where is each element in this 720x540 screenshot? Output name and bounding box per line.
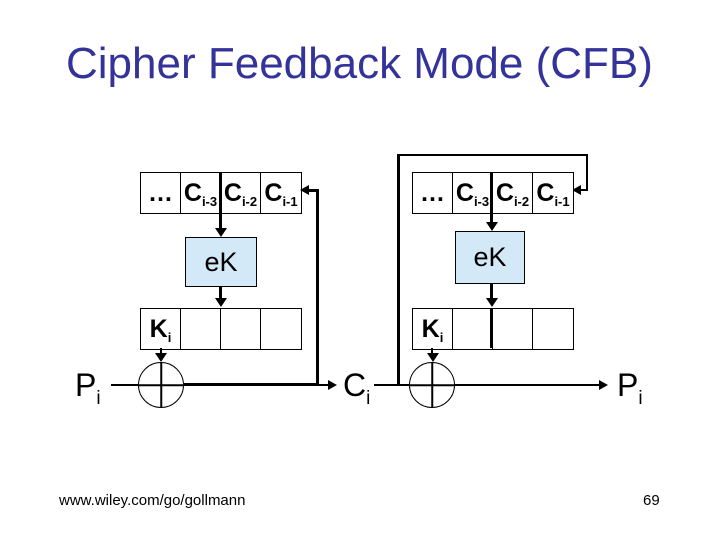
key-register-pass-line-right bbox=[490, 308, 493, 348]
footer-url: www.wiley.com/go/gollmann bbox=[59, 492, 246, 509]
cipher-box-label: eK bbox=[473, 242, 507, 272]
feedback-line-right-vertical bbox=[397, 154, 400, 386]
cell-label: K bbox=[421, 314, 440, 343]
arrow-down-icon bbox=[215, 298, 227, 307]
feedback-line-right-down bbox=[586, 154, 588, 191]
cell-label: … bbox=[148, 178, 173, 207]
cipher-box-label: eK bbox=[204, 246, 238, 277]
register-cell bbox=[261, 309, 301, 349]
cell-label: C bbox=[495, 178, 514, 207]
arrow-right-icon bbox=[328, 380, 337, 390]
key-to-xor-line-left bbox=[160, 348, 162, 354]
register-cell bbox=[181, 309, 221, 349]
register-cell: … bbox=[413, 173, 453, 213]
xor-output-line-left bbox=[184, 383, 319, 386]
arrow-down-icon bbox=[486, 222, 498, 231]
output-arrow-line-left bbox=[318, 384, 329, 386]
register-cell bbox=[221, 309, 261, 349]
feedback-line-right-top bbox=[397, 154, 588, 156]
arrow-right-icon bbox=[599, 380, 608, 390]
xor-cross-horizontal bbox=[410, 384, 454, 386]
register-cell bbox=[493, 309, 533, 349]
arrow-down-icon bbox=[155, 353, 167, 362]
cell-label: C bbox=[223, 178, 242, 207]
register-cell: … bbox=[141, 173, 181, 213]
ciphertext-to-xor-line-right bbox=[374, 384, 410, 386]
arrow-down-icon bbox=[215, 228, 227, 237]
register-to-cipher-line-right bbox=[490, 172, 493, 223]
slide-title: Cipher Feedback Mode (CFB) bbox=[66, 39, 653, 88]
register-to-cipher-line-left bbox=[219, 172, 222, 229]
cell-label: C bbox=[183, 178, 202, 207]
cell-label: … bbox=[420, 178, 445, 207]
feedback-line-right-entry bbox=[580, 189, 588, 191]
xor-circle-left bbox=[138, 362, 184, 408]
arrow-left-icon bbox=[300, 185, 309, 195]
cipher-box-right: eK bbox=[455, 231, 525, 284]
arrow-left-icon bbox=[572, 185, 581, 195]
xor-cross-horizontal bbox=[139, 384, 183, 386]
plaintext-label-right: Pi bbox=[617, 367, 643, 409]
cell-label: C bbox=[536, 178, 555, 207]
xor-output-line-right bbox=[455, 384, 600, 386]
cell-label: C bbox=[264, 178, 283, 207]
ciphertext-label-center: Ci bbox=[343, 367, 371, 409]
plaintext-to-xor-line-left bbox=[111, 384, 139, 386]
cell-label: C bbox=[455, 178, 474, 207]
arrow-down-icon bbox=[486, 298, 498, 307]
cipher-to-key-line-left bbox=[219, 287, 222, 298]
arrow-down-icon bbox=[427, 353, 439, 362]
key-to-xor-line-right bbox=[431, 348, 433, 354]
cell-label: K bbox=[149, 314, 168, 343]
page-number: 69 bbox=[643, 492, 660, 509]
cipher-to-key-line-right bbox=[490, 284, 493, 298]
register-cell bbox=[533, 309, 573, 349]
feedback-line-left-top bbox=[308, 189, 318, 192]
xor-circle-right bbox=[409, 362, 455, 408]
cipher-box-left: eK bbox=[185, 237, 257, 287]
plaintext-label-left: Pi bbox=[75, 367, 101, 409]
register-cell bbox=[453, 309, 493, 349]
feedback-line-left bbox=[316, 189, 319, 386]
